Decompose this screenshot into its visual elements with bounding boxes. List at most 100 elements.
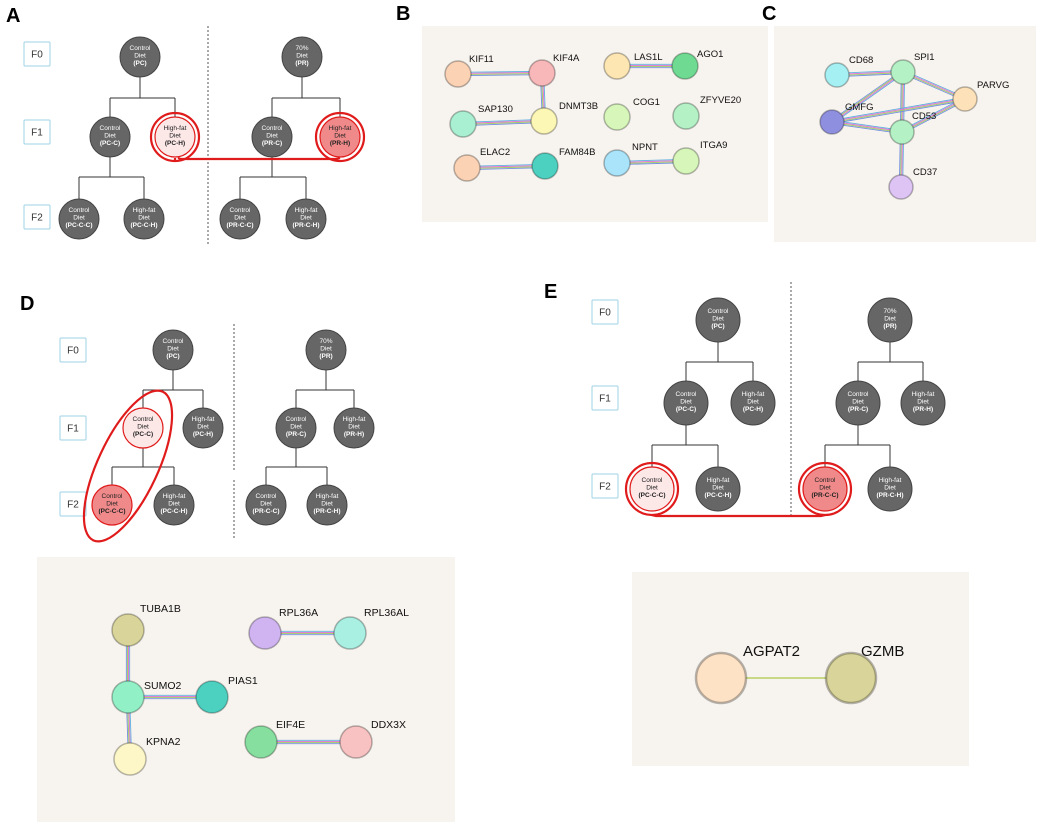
protein-node-cd37: [888, 174, 914, 200]
node-label-e-pr-c: (PR-C): [848, 406, 868, 413]
protein-node-cog1: [603, 103, 631, 131]
node-label-a-pr-h: High-fat: [329, 125, 352, 132]
node-label-a-pr-c-c: (PR-C-C): [226, 222, 253, 229]
node-circle-d-pc-c-c: [91, 484, 133, 526]
interaction-edge: [457, 70, 542, 73]
node-circle-d-pr-c: [275, 407, 317, 449]
node-label-e-pc-c: Diet: [680, 399, 692, 406]
protein-node-itga9: [672, 147, 700, 175]
node-label-a-pr: Diet: [296, 53, 308, 60]
protein-node-agpat2: [694, 651, 748, 705]
node-label-e-pc: (PC): [711, 323, 724, 330]
node-label-e-pc-c: (PC-C): [676, 406, 696, 413]
node-circle-a-pc-c-h: [123, 198, 165, 240]
node-label-e-pc: Control: [708, 308, 730, 315]
generation-box-a-f1: [23, 119, 51, 145]
protein-label-npnt: NPNT: [632, 142, 658, 153]
comparison-connector: [651, 513, 826, 518]
protein-label-cd68: CD68: [849, 55, 873, 66]
protein-node-ddx3x: [339, 725, 373, 759]
node-circle-a-pr-h: [319, 116, 361, 158]
interaction-edge: [467, 167, 546, 171]
network-background-d: [37, 557, 455, 822]
protein-label-kif11: KIF11: [469, 54, 494, 65]
protein-label-rpl36al: RPL36AL: [364, 607, 409, 619]
interaction-edge: [463, 122, 545, 127]
interaction-edge: [466, 165, 545, 168]
protein-node-fam84b: [531, 152, 559, 180]
node-label-e-pr-h: High-fat: [912, 391, 935, 398]
node-circle-d-pr: [305, 329, 347, 371]
node-label-d-pc-c: (PC-C): [133, 431, 153, 438]
pedigree-d: F0F1F2ControlDiet(PC)70%Diet(PR)ControlD…: [59, 324, 375, 543]
protein-node-parvg: [952, 86, 978, 112]
protein-node-pias1: [195, 680, 229, 714]
generation-box-d-f0: [59, 337, 87, 363]
node-label-d-pc-c-c: (PC-C-C): [98, 508, 125, 515]
panel-label-e: E: [544, 281, 557, 303]
interaction-edge: [457, 72, 542, 74]
node-label-a-pc: Control: [130, 45, 152, 52]
node-label-e-pr-c-h: (PR-C-H): [876, 492, 903, 499]
interaction-edge: [832, 100, 966, 125]
protein-label-gzmb: GZMB: [861, 643, 904, 660]
node-label-e-pr-c-h: High-fat: [879, 477, 902, 484]
network-background-e: [632, 572, 969, 766]
generation-box-e-f0: [591, 299, 619, 325]
node-label-d-pc-h: Diet: [197, 424, 209, 431]
node-label-d-pc: Diet: [167, 346, 179, 353]
node-label-a-pc-h: (PC-H): [165, 140, 185, 147]
node-label-e-pc-c-h: High-fat: [707, 477, 730, 484]
node-circle-d-pc-c-h: [153, 484, 195, 526]
protein-label-cog1: COG1: [633, 97, 660, 108]
node-label-d-pc-c-c: Control: [102, 493, 124, 500]
protein-label-cd37: CD37: [913, 167, 937, 178]
node-label-d-pr-h: Diet: [348, 424, 360, 431]
protein-node-sumo2: [111, 680, 145, 714]
node-label-a-pr-c-c: Control: [230, 207, 252, 214]
protein-label-kpna2: KPNA2: [146, 736, 181, 748]
protein-node-kpna2: [113, 742, 147, 776]
protein-label-itga9: ITGA9: [700, 140, 727, 151]
node-label-d-pc-c-h: High-fat: [163, 493, 186, 500]
node-label-a-pr-c: Diet: [266, 133, 278, 140]
node-label-a-pr: (PR): [295, 60, 308, 67]
node-label-d-pc: Control: [163, 338, 185, 345]
protein-label-rpl36a: RPL36A: [279, 607, 318, 619]
node-label-a-pr-h: (PR-H): [330, 140, 350, 147]
node-label-d-pr-c-h: Diet: [321, 501, 333, 508]
node-circle-e-pc-c-h: [695, 466, 741, 512]
node-circle-e-pr-c-h: [867, 466, 913, 512]
network-e: AGPAT2 GZMB: [694, 643, 904, 705]
node-label-e-pr-h: Diet: [917, 399, 929, 406]
node-label-e-pr-h: (PR-H): [913, 406, 933, 413]
protein-node-kif4a: [528, 59, 556, 87]
interaction-edge: [832, 72, 904, 123]
node-label-e-pr-c: Diet: [852, 399, 864, 406]
protein-node-las1l: [603, 52, 631, 80]
node-circle-a-pr-c: [251, 116, 293, 158]
node-circle-d-pr-c-h: [306, 484, 348, 526]
protein-label-agpat2: AGPAT2: [743, 643, 800, 660]
generation-box-d-f2: [59, 491, 87, 517]
node-circle-d-pc: [152, 329, 194, 371]
protein-label-dnmt3b: DNMT3B: [559, 101, 598, 112]
node-label-e-pr: 70%: [883, 308, 896, 315]
node-circle-d-pr-c-c: [245, 484, 287, 526]
node-circle-a-pc-c: [89, 116, 131, 158]
node-circle-a-pr-c-c: [219, 198, 261, 240]
protein-label-elac2: ELAC2: [480, 147, 510, 158]
node-circle-a-pc: [119, 36, 161, 78]
interaction-edge: [832, 99, 966, 123]
node-label-d-pr-c: Control: [286, 416, 308, 423]
pedigree-a: F0F1F2ControlDiet(PC)70%Diet(PR)ControlD…: [23, 26, 366, 245]
node-label-e-pr-c-c: Control: [815, 477, 837, 484]
protein-node-kif11: [444, 60, 472, 88]
node-label-e-pr: (PR): [883, 323, 896, 330]
interaction-edge: [831, 96, 965, 121]
node-label-e-pc-h: Diet: [747, 399, 759, 406]
protein-node-spi1: [890, 59, 916, 85]
node-label-e-pc-c-h: Diet: [712, 485, 724, 492]
highlight-ring-a-pc-h: [149, 111, 201, 163]
